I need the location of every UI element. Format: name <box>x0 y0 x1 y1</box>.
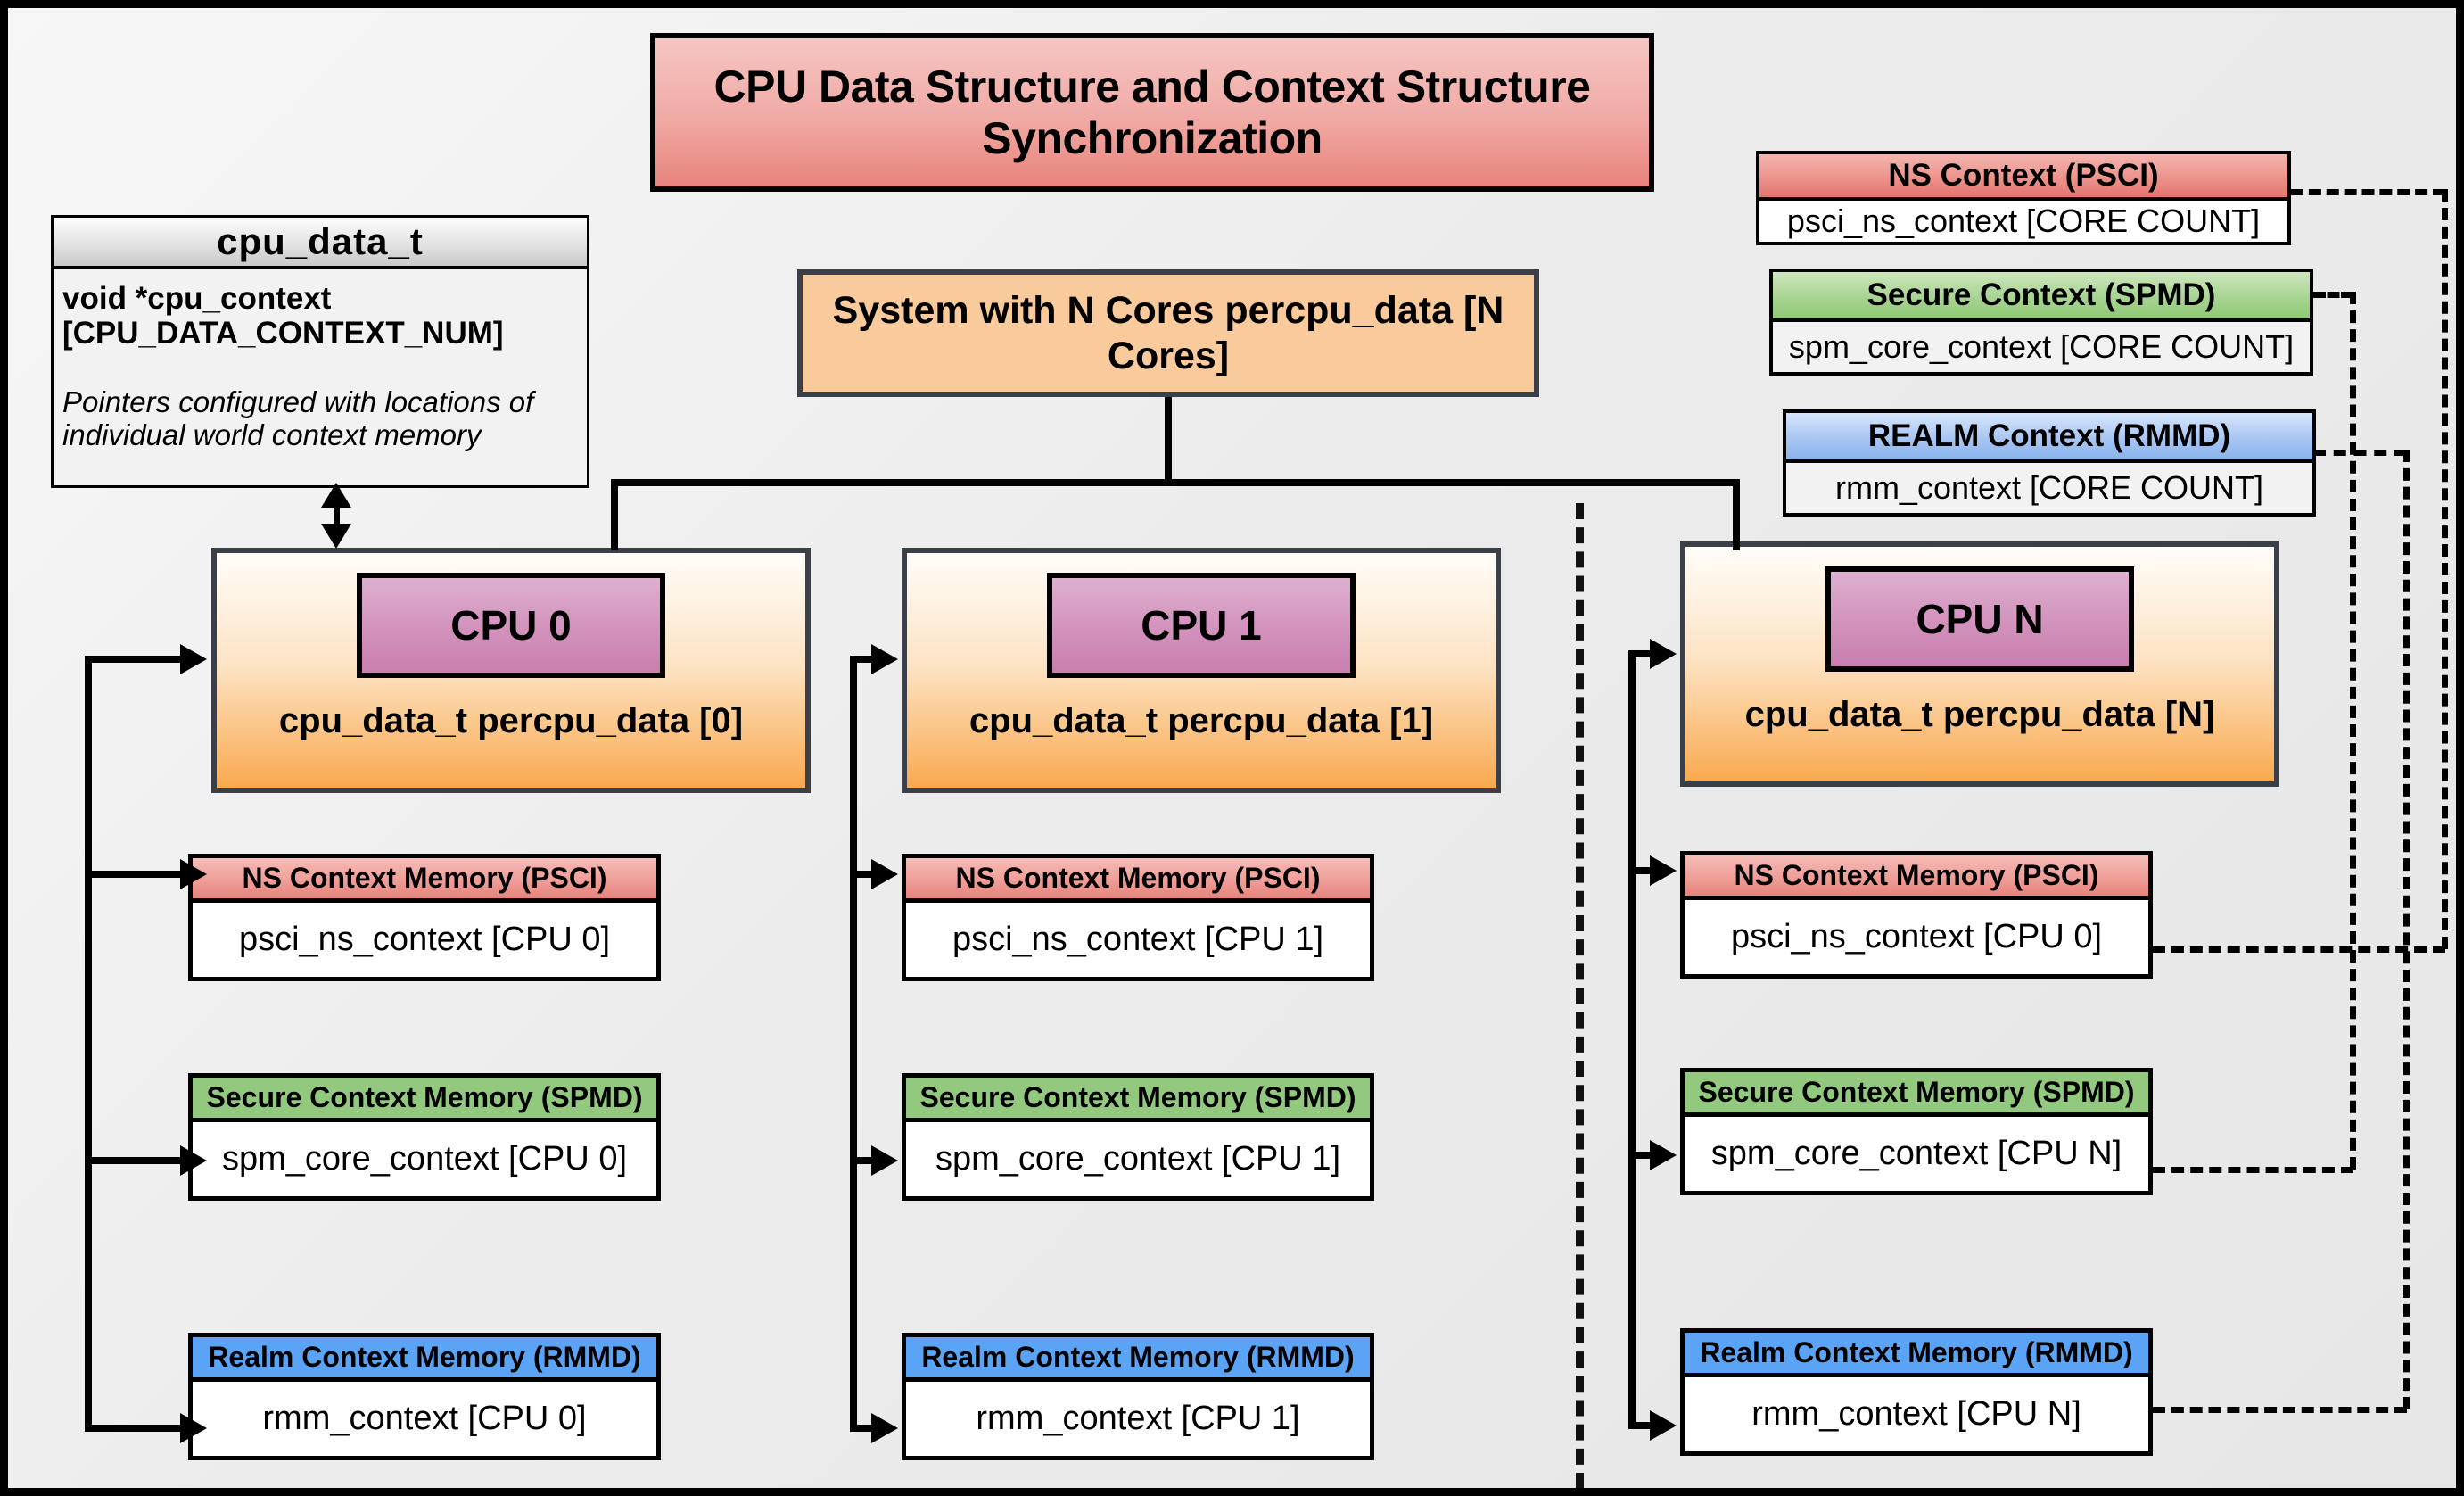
secure-context-memory-cpu1-header: Secure Context Memory (SPMD) <box>906 1078 1370 1122</box>
cpu1-trunk <box>850 656 857 1432</box>
system-box: System with N Cores percpu_data [N Cores… <box>797 269 1539 397</box>
realm-context-memory-cpun: Realm Context Memory (RMMD) rmm_context … <box>1680 1328 2153 1456</box>
cpun-arrow-secure <box>1650 1140 1677 1170</box>
secure-context-memory-cpu0-value: spm_core_context [CPU 0] <box>221 1140 628 1178</box>
ns-context-memory-cpun: NS Context Memory (PSCI) psci_ns_context… <box>1680 851 2153 979</box>
struct-body: void *cpu_context [CPU_DATA_CONTEXT_NUM]… <box>54 269 587 485</box>
cpu0-arrow-box <box>180 644 207 674</box>
cpu0-arrow-secure <box>180 1145 207 1176</box>
cpun-arrow-ns <box>1650 855 1677 886</box>
ns-global-dash-bottom <box>2153 946 2445 953</box>
secure-context-memory-cpu0: Secure Context Memory (SPMD) spm_core_co… <box>188 1073 661 1201</box>
cpu-chip-n: CPU N <box>1825 566 2134 672</box>
diagram-title: CPU Data Structure and Context Structure… <box>650 33 1654 192</box>
cpun-branch-box <box>1628 650 1666 657</box>
cpu1-arrow-ns <box>871 859 898 889</box>
ns-context-memory-cpu0-header: NS Context Memory (PSCI) <box>193 858 656 903</box>
realm-context-memory-cpu0-value: rmm_context [CPU 0] <box>262 1400 587 1437</box>
realm-context-memory-cpu1-header: Realm Context Memory (RMMD) <box>906 1337 1370 1382</box>
cpu-data-t-struct: cpu_data_t void *cpu_context [CPU_DATA_C… <box>51 215 589 488</box>
cpu-data-label-0: cpu_data_t percpu_data [0] <box>278 701 744 740</box>
struct-name: cpu_data_t <box>54 218 587 269</box>
secure-context-memory-cpun-header: Secure Context Memory (SPMD) <box>1685 1072 2148 1117</box>
cpun-branch-realm <box>1628 1422 1666 1429</box>
cpu-data-label-n: cpu_data_t percpu_data [N] <box>1744 695 2215 734</box>
ns-context-global: NS Context (PSCI) psci_ns_context [CORE … <box>1756 151 2291 245</box>
column-divider <box>1576 503 1584 1488</box>
realm-global-dash-bottom <box>2153 1407 2407 1413</box>
cpu0-trunk <box>85 656 92 1432</box>
cpu0-branch-ns <box>85 871 183 878</box>
realm-context-memory-cpun-value: rmm_context [CPU N] <box>1751 1395 2081 1433</box>
cpu1-branch-secure <box>850 1157 887 1164</box>
ns-context-memory-cpu0-value: psci_ns_context [CPU 0] <box>238 921 611 958</box>
ns-global-dash-top <box>2291 189 2445 195</box>
cpu0-branch-box <box>85 656 183 663</box>
secure-context-memory-cpun-value: spm_core_context [CPU N] <box>1710 1135 2122 1172</box>
cpu-box-0: CPU 0 cpu_data_t percpu_data [0] <box>211 548 811 793</box>
ns-context-memory-cpu1-header: NS Context Memory (PSCI) <box>906 858 1370 903</box>
secure-global-dash-down <box>2350 292 2356 1170</box>
struct-link-arrow-up <box>321 483 351 508</box>
ns-global-dash-down <box>2442 189 2448 949</box>
realm-context-memory-cpun-header: Realm Context Memory (RMMD) <box>1685 1333 2148 1377</box>
realm-context-global-header: REALM Context (RMMD) <box>1786 413 2312 463</box>
realm-context-memory-cpu0: Realm Context Memory (RMMD) rmm_context … <box>188 1333 661 1460</box>
realm-global-dash-down <box>2403 450 2410 1409</box>
cpun-branch-secure <box>1628 1152 1666 1159</box>
cpun-arrow-box <box>1650 639 1677 669</box>
cpu1-arrow-secure <box>871 1145 898 1176</box>
realm-global-dash-top <box>2313 450 2407 456</box>
cpu-box-1: CPU 1 cpu_data_t percpu_data [1] <box>902 548 1501 793</box>
cpu0-branch-secure <box>85 1157 183 1164</box>
ns-context-memory-cpun-header: NS Context Memory (PSCI) <box>1685 855 2148 900</box>
realm-context-memory-cpu1: Realm Context Memory (RMMD) rmm_context … <box>902 1333 1374 1460</box>
cpun-branch-ns <box>1628 867 1666 874</box>
cpu1-arrow-box <box>871 644 898 674</box>
secure-global-dash-bottom <box>2153 1167 2353 1173</box>
tree-drop-cpun <box>1733 479 1740 550</box>
ns-context-memory-cpun-value: psci_ns_context [CPU 0] <box>1730 918 2103 955</box>
cpu1-branch-ns <box>850 871 887 878</box>
cpu-chip-1: CPU 1 <box>1047 573 1356 678</box>
struct-note: Pointers configured with locations of in… <box>62 385 534 452</box>
cpu-data-label-1: cpu_data_t percpu_data [1] <box>968 701 1434 740</box>
cpu0-branch-realm <box>85 1425 183 1432</box>
ns-context-memory-cpu0: NS Context Memory (PSCI) psci_ns_context… <box>188 854 661 981</box>
ns-context-memory-cpu1-value: psci_ns_context [CPU 1] <box>952 921 1324 958</box>
ns-context-global-header: NS Context (PSCI) <box>1759 154 2287 201</box>
struct-link-dash <box>334 508 340 527</box>
cpu1-arrow-realm <box>871 1413 898 1443</box>
realm-context-global: REALM Context (RMMD) rmm_context [CORE C… <box>1783 409 2316 517</box>
cpu1-branch-realm <box>850 1425 887 1432</box>
cpu0-arrow-realm <box>180 1413 207 1443</box>
realm-context-memory-cpu1-value: rmm_context [CPU 1] <box>976 1400 1300 1437</box>
secure-context-global-value: spm_core_context [CORE COUNT] <box>1788 328 2295 365</box>
secure-context-memory-cpu1-value: spm_core_context [CPU 1] <box>935 1140 1341 1178</box>
cpun-trunk <box>1628 650 1636 1429</box>
secure-context-memory-cpun: Secure Context Memory (SPMD) spm_core_co… <box>1680 1068 2153 1195</box>
ns-context-memory-cpu1: NS Context Memory (PSCI) psci_ns_context… <box>902 854 1374 981</box>
cpun-arrow-realm <box>1650 1410 1677 1441</box>
struct-field: void *cpu_context [CPU_DATA_CONTEXT_NUM] <box>62 281 504 351</box>
secure-global-dash-top <box>2313 292 2353 298</box>
cpu1-branch-box <box>850 656 887 663</box>
cpu-box-n: CPU N cpu_data_t percpu_data [N] <box>1680 541 2279 787</box>
secure-context-memory-cpu0-header: Secure Context Memory (SPMD) <box>193 1078 656 1122</box>
secure-context-global-header: Secure Context (SPMD) <box>1773 272 2310 322</box>
realm-context-memory-cpu0-header: Realm Context Memory (RMMD) <box>193 1337 656 1382</box>
ns-context-global-value: psci_ns_context [CORE COUNT] <box>1759 201 2287 242</box>
struct-link-arrow-down <box>321 524 351 549</box>
tree-stem <box>1165 397 1172 484</box>
tree-drop-cpu0 <box>611 479 618 550</box>
tree-bar <box>611 479 1740 486</box>
secure-context-memory-cpu1: Secure Context Memory (SPMD) spm_core_co… <box>902 1073 1374 1201</box>
cpu-chip-0: CPU 0 <box>357 573 665 678</box>
secure-context-global: Secure Context (SPMD) spm_core_context [… <box>1769 269 2313 376</box>
cpu0-arrow-ns <box>180 859 207 889</box>
realm-context-global-value: rmm_context [CORE COUNT] <box>1834 469 2264 506</box>
